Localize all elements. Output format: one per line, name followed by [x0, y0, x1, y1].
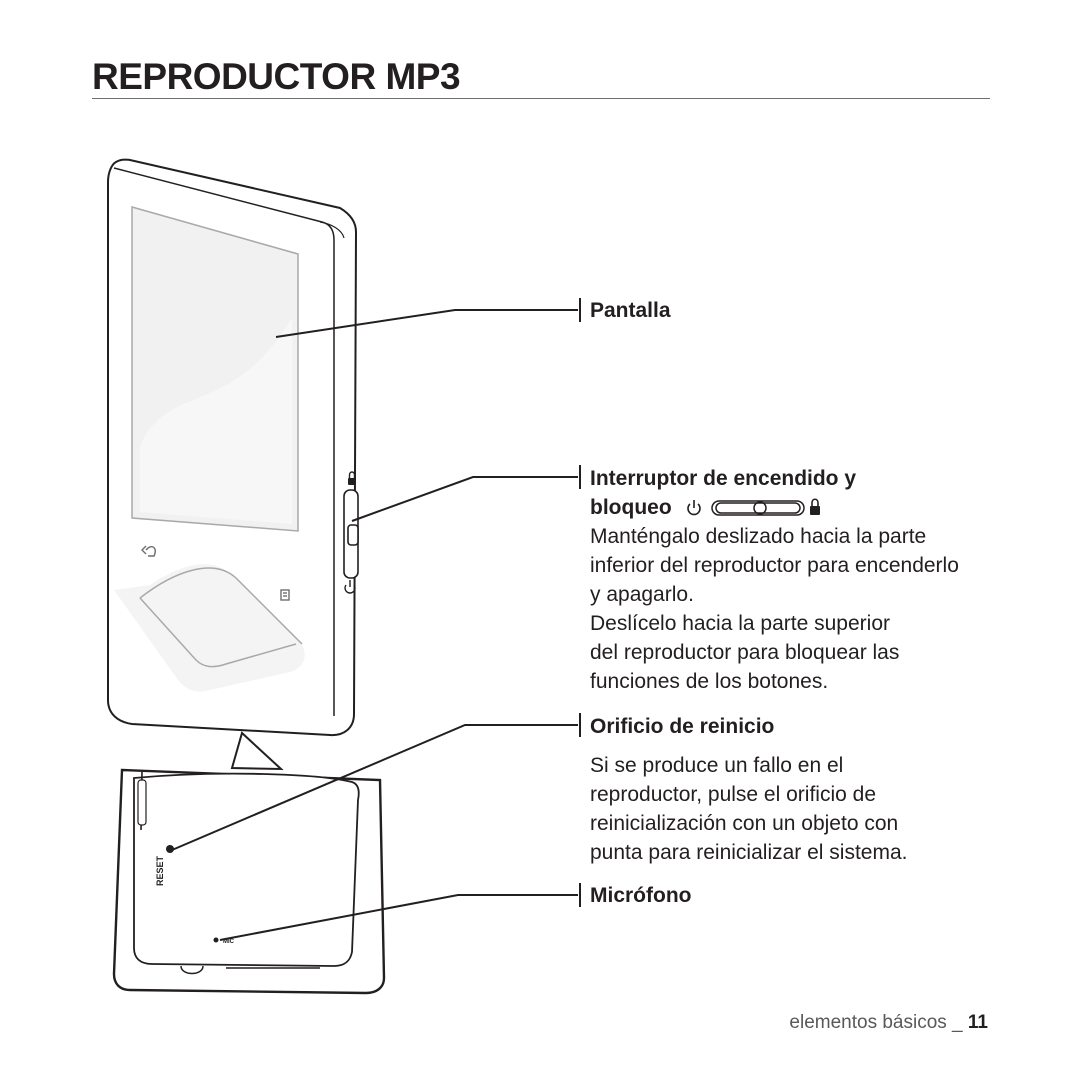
mic-label: MIC [223, 939, 235, 945]
title-divider [92, 98, 990, 99]
footer-section: elementos básicos _ [789, 1012, 968, 1033]
leader-reinicio [171, 724, 578, 851]
power-icon [344, 580, 356, 594]
back-icon [141, 545, 156, 557]
leader-interruptor [351, 476, 578, 522]
callout-pantalla-heading: Pantalla [590, 299, 671, 322]
callout-interruptor-body: Manténgalo deslizado hacia la parte infe… [590, 522, 959, 696]
callout-interruptor-line: Manténgalo deslizado hacia la parte [590, 525, 927, 548]
page-footer: elementos básicos _ 11 [789, 1012, 988, 1034]
callout-interruptor-line: Deslícelo hacia la parte superior [590, 612, 890, 635]
page-title: REPRODUCTOR MP3 [92, 56, 461, 97]
callout-microfono-heading: Micrófono [590, 884, 692, 907]
power-icon [686, 500, 701, 516]
leader-microfono [219, 894, 578, 941]
leader-lines [171, 298, 581, 941]
screen [131, 206, 299, 532]
callout-reinicio-line: reinicialización con un objeto con [590, 812, 899, 835]
lock-icon [348, 471, 356, 485]
callout-reinicio-body: Si se produce un fallo en el reproductor… [590, 751, 907, 867]
callout-reinicio-line: Si se produce un fallo en el [590, 754, 844, 777]
power-lock-switch [343, 489, 359, 579]
callout-interruptor-line: funciones de los botones. [590, 670, 829, 693]
callout-interruptor-heading-line1: Interruptor de encendido y [590, 467, 857, 490]
page-number: 11 [967, 1012, 988, 1033]
slide-switch-graphic [710, 500, 805, 517]
lock-icon [809, 498, 820, 516]
callout-interruptor-line: y apagarlo. [590, 583, 694, 606]
callout-interruptor-line: inferior del reproductor para encenderlo [590, 554, 959, 577]
touch-pad [114, 564, 305, 692]
menu-icon [280, 589, 290, 601]
reset-label: RESET [155, 855, 165, 886]
callout-reinicio-line: punta para reinicializar el sistema. [590, 841, 908, 864]
callout-interruptor-heading-line2: bloqueo [590, 495, 824, 520]
zoom-pointer [230, 731, 284, 771]
callout-reinicio-line: reproductor, pulse el orificio de [590, 783, 876, 806]
callout-interruptor-line: del reproductor para bloquear las [590, 641, 900, 664]
callout-reinicio-heading: Orificio de reinicio [590, 715, 775, 738]
callout-interruptor-heading-text: bloqueo [590, 496, 672, 519]
switch-diagram-icon [686, 498, 820, 517]
player-bottom-view [112, 768, 386, 995]
leader-pantalla [275, 309, 578, 338]
